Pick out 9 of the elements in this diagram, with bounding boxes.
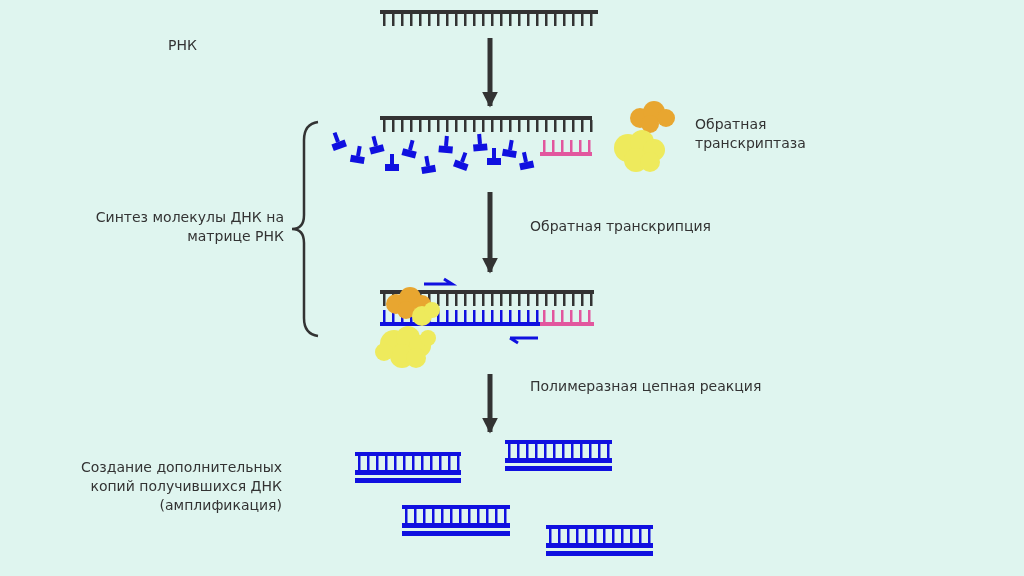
- annotation-text: РНК: [168, 36, 198, 55]
- edge-label: Обратная транскрипция: [530, 217, 711, 236]
- annotation-text: Обратная транскриптаза: [695, 115, 807, 153]
- arrow: [482, 192, 498, 274]
- annotation-text: Создание дополнительных копий получившихся ДНК (амплификация): [80, 458, 282, 515]
- annotation-text: Синтез молекулы ДНК на матрице РНК: [94, 208, 284, 246]
- arrow: [482, 38, 498, 108]
- edge-label: Полимеразная цепная реакция: [530, 377, 762, 396]
- arrow: [482, 374, 498, 434]
